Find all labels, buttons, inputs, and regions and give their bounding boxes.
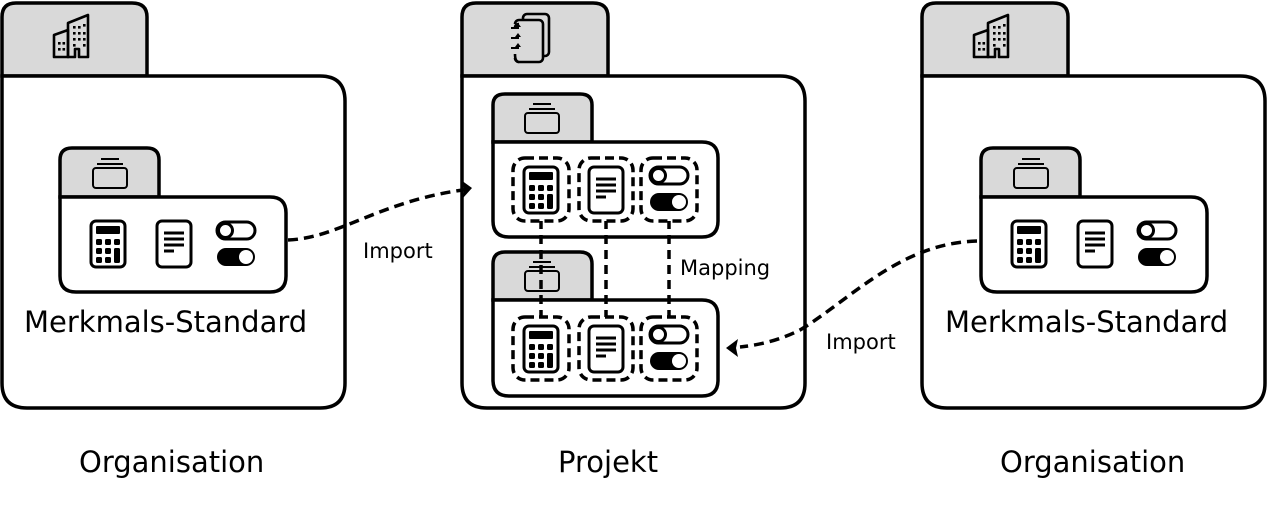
- project-container-caption: Projekt: [558, 445, 659, 479]
- lower-standard-tab: [491, 250, 594, 302]
- notebook-icon: [509, 12, 551, 64]
- left-standard-label: Merkmals-Standard: [24, 305, 308, 339]
- right-import-arrow: [739, 239, 978, 349]
- upper-feature-row: [511, 156, 699, 223]
- mapping-lines: [539, 220, 671, 318]
- left-import-arrowhead: [461, 180, 472, 198]
- right-container-caption: Organisation: [1000, 445, 1186, 479]
- left-container-caption: Organisation: [79, 445, 265, 479]
- upper-standard-tab: [491, 92, 594, 144]
- right-standard-label: Merkmals-Standard: [945, 305, 1229, 339]
- calculator-icon: [522, 165, 560, 215]
- right-standard-tab: [979, 146, 1082, 199]
- left-standard: [58, 146, 288, 294]
- right-import-label: Import: [826, 330, 896, 354]
- lower-feature-row: [511, 315, 699, 382]
- right-import-arrowhead: [726, 339, 738, 357]
- left-import-arrow: [287, 187, 471, 242]
- mapping-label: Mapping: [680, 256, 771, 280]
- left-import-label: Import: [363, 239, 433, 263]
- calculator-icon: [89, 219, 127, 269]
- calculator-icon: [1010, 219, 1048, 269]
- calculator-icon: [522, 324, 560, 374]
- right-standard: [979, 146, 1209, 294]
- left-standard-tab: [58, 146, 161, 199]
